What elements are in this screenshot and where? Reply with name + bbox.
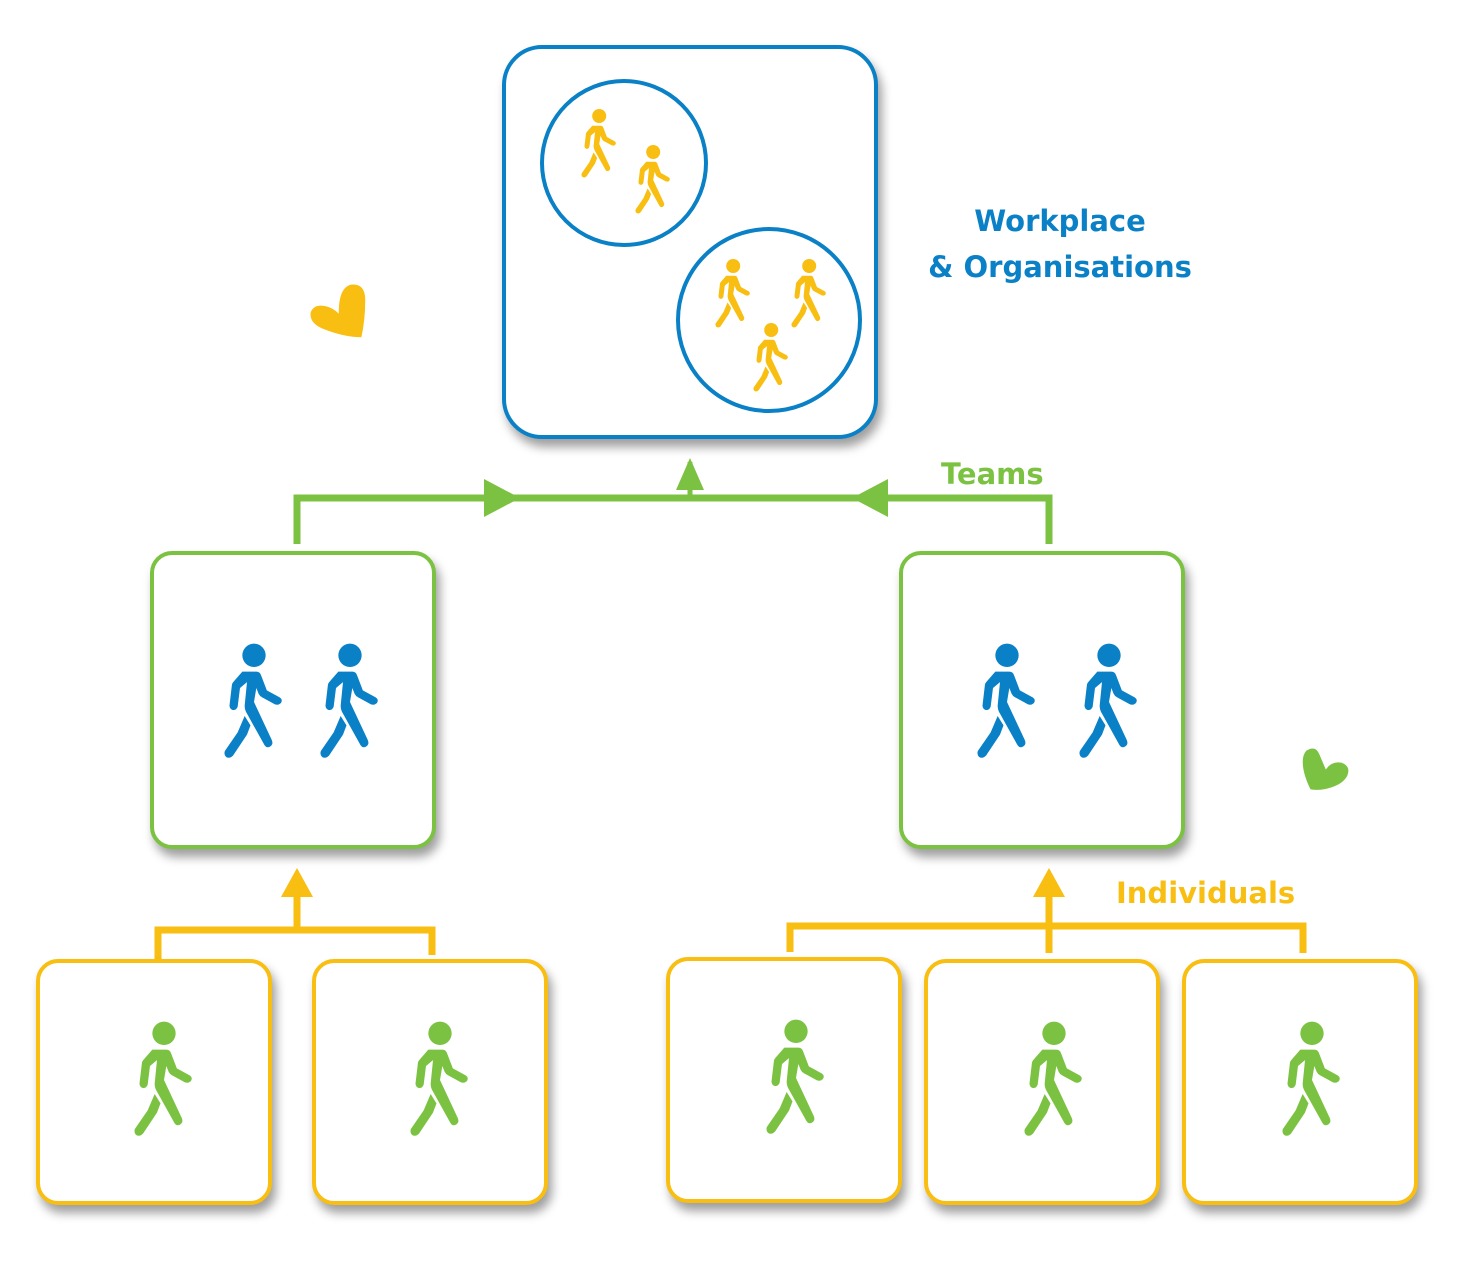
heart-icon bbox=[309, 283, 367, 339]
person-walking-icon bbox=[574, 109, 616, 179]
person-walking-icon bbox=[308, 643, 378, 761]
arrow-up-icon bbox=[281, 868, 313, 897]
individual-box bbox=[312, 959, 548, 1205]
person-walking-icon bbox=[1012, 1019, 1082, 1141]
person-walking-icon bbox=[212, 643, 282, 761]
heart-icon bbox=[1301, 747, 1350, 792]
group-circle bbox=[676, 227, 862, 413]
organisation-label: Workplace & Organisations bbox=[920, 198, 1200, 291]
organisation-label-line1: Workplace bbox=[974, 204, 1146, 238]
person-walking-icon bbox=[708, 259, 750, 329]
group-circle bbox=[540, 79, 708, 247]
person-walking-icon bbox=[1270, 1019, 1340, 1141]
arrow-up-icon bbox=[1033, 868, 1065, 897]
person-walking-icon bbox=[628, 145, 670, 215]
person-walking-icon bbox=[754, 1017, 824, 1139]
person-walking-icon bbox=[398, 1019, 468, 1141]
individual-box bbox=[666, 957, 902, 1203]
individual-box bbox=[924, 959, 1160, 1205]
person-walking-icon bbox=[784, 259, 826, 329]
arrow-right-icon bbox=[484, 479, 520, 517]
person-walking-icon bbox=[1067, 643, 1137, 761]
individual-box bbox=[36, 959, 272, 1205]
individuals-connector-left bbox=[154, 868, 436, 965]
arrow-left-icon bbox=[852, 479, 888, 517]
organisation-label-line2: & Organisations bbox=[928, 250, 1192, 285]
individual-box bbox=[1182, 959, 1418, 1205]
team-box bbox=[899, 551, 1185, 849]
person-walking-icon bbox=[122, 1019, 192, 1141]
arrow-up-icon bbox=[676, 458, 704, 490]
teams-connector bbox=[293, 458, 1053, 544]
teams-label: Teams bbox=[941, 457, 1044, 491]
person-walking-icon bbox=[746, 323, 788, 393]
individuals-label: Individuals bbox=[1116, 876, 1296, 910]
team-box bbox=[150, 551, 436, 849]
person-walking-icon bbox=[965, 643, 1035, 761]
individuals-connector-right bbox=[786, 868, 1307, 953]
organisation-box bbox=[502, 45, 878, 439]
